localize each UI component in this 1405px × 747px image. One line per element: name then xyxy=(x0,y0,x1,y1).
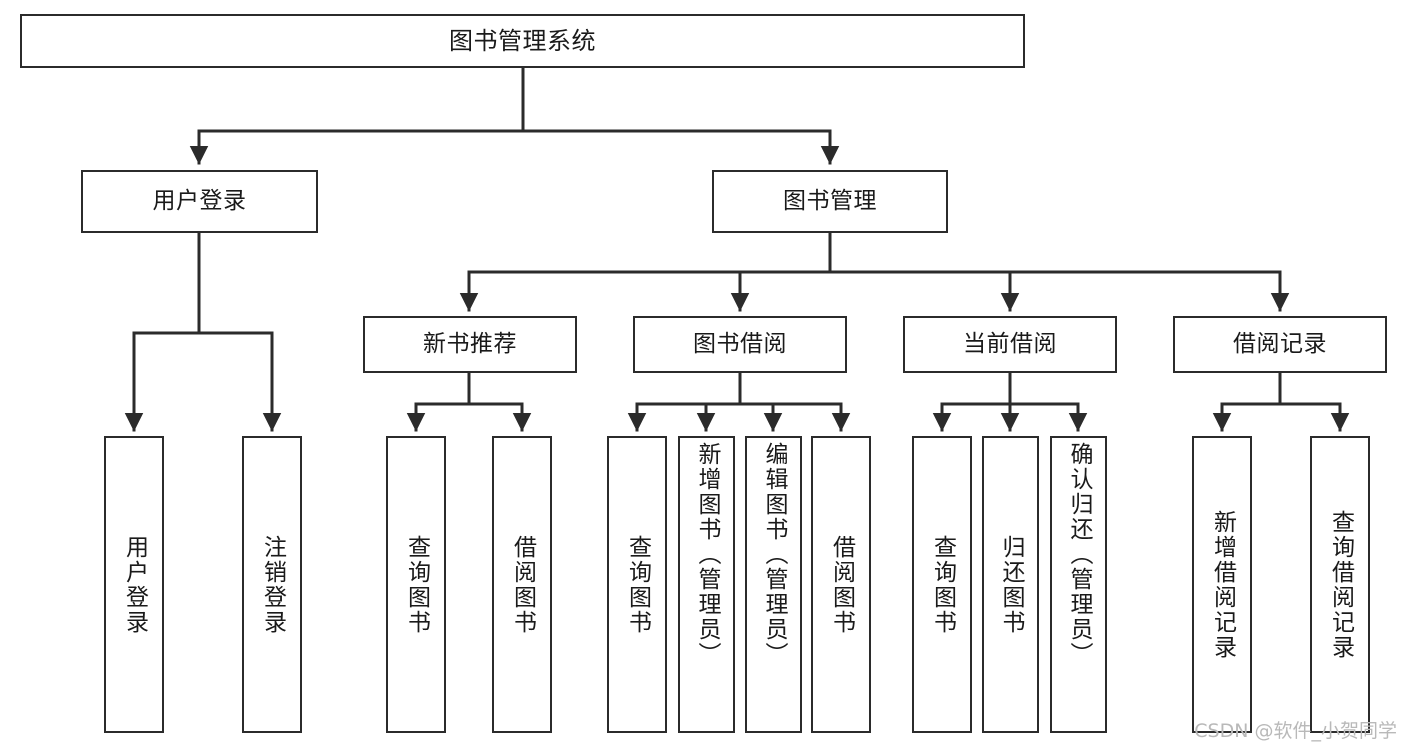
node-borrow-record[interactable]: 借阅记录 xyxy=(1173,316,1387,373)
node-root-library-system[interactable]: 图书管理系统 xyxy=(20,14,1025,68)
node-label: 新增图书（管理员） xyxy=(694,442,720,667)
leaf-current-borrow-confirm-return-admin[interactable]: 确认归还（管理员） xyxy=(1050,436,1107,733)
leaf-borrow-record-add-record[interactable]: 新增借阅记录 xyxy=(1192,436,1252,733)
node-label: 图书管理 xyxy=(783,187,877,214)
leaf-current-borrow-query-book[interactable]: 查询图书 xyxy=(912,436,972,733)
node-label: 查询图书 xyxy=(403,534,430,635)
watermark-text: CSDN @软件_小贺同学 xyxy=(1194,720,1397,742)
node-label: 借阅记录 xyxy=(1233,330,1327,357)
node-label: 归还图书 xyxy=(998,534,1024,635)
leaf-user-login-logout[interactable]: 注销登录 xyxy=(242,436,302,733)
leaf-book-borrow-borrow-book[interactable]: 借阅图书 xyxy=(811,436,871,733)
node-label: 借阅图书 xyxy=(828,534,855,635)
leaf-book-borrow-edit-book-admin[interactable]: 编辑图书（管理员） xyxy=(745,436,802,733)
node-label: 新书推荐 xyxy=(423,330,517,357)
node-book-management[interactable]: 图书管理 xyxy=(712,170,948,233)
node-label: 图书借阅 xyxy=(693,330,787,357)
node-label: 当前借阅 xyxy=(963,330,1057,357)
node-label: 查询图书 xyxy=(624,534,651,635)
node-label: 确认归还（管理员） xyxy=(1066,442,1092,667)
leaf-book-borrow-query-book[interactable]: 查询图书 xyxy=(607,436,667,733)
node-label: 用户登录 xyxy=(152,187,247,214)
node-label: 注销登录 xyxy=(259,534,286,635)
node-label: 新增借阅记录 xyxy=(1209,509,1236,660)
node-label: 查询借阅记录 xyxy=(1327,509,1354,660)
leaf-new-book-query-book[interactable]: 查询图书 xyxy=(386,436,446,733)
node-label: 查询图书 xyxy=(929,534,956,635)
leaf-current-borrow-return-book[interactable]: 归还图书 xyxy=(982,436,1039,733)
node-book-borrow[interactable]: 图书借阅 xyxy=(633,316,847,373)
node-label: 图书管理系统 xyxy=(449,26,596,55)
node-user-login[interactable]: 用户登录 xyxy=(81,170,318,233)
leaf-user-login-login[interactable]: 用户登录 xyxy=(104,436,164,733)
node-label: 编辑图书（管理员） xyxy=(761,442,787,667)
leaf-book-borrow-add-book-admin[interactable]: 新增图书（管理员） xyxy=(678,436,735,733)
node-new-book-recommend[interactable]: 新书推荐 xyxy=(363,316,577,373)
node-label: 用户登录 xyxy=(121,534,148,635)
leaf-new-book-borrow-book[interactable]: 借阅图书 xyxy=(492,436,552,733)
node-label: 借阅图书 xyxy=(509,534,536,635)
node-current-borrow[interactable]: 当前借阅 xyxy=(903,316,1117,373)
leaf-borrow-record-query-record[interactable]: 查询借阅记录 xyxy=(1310,436,1370,733)
